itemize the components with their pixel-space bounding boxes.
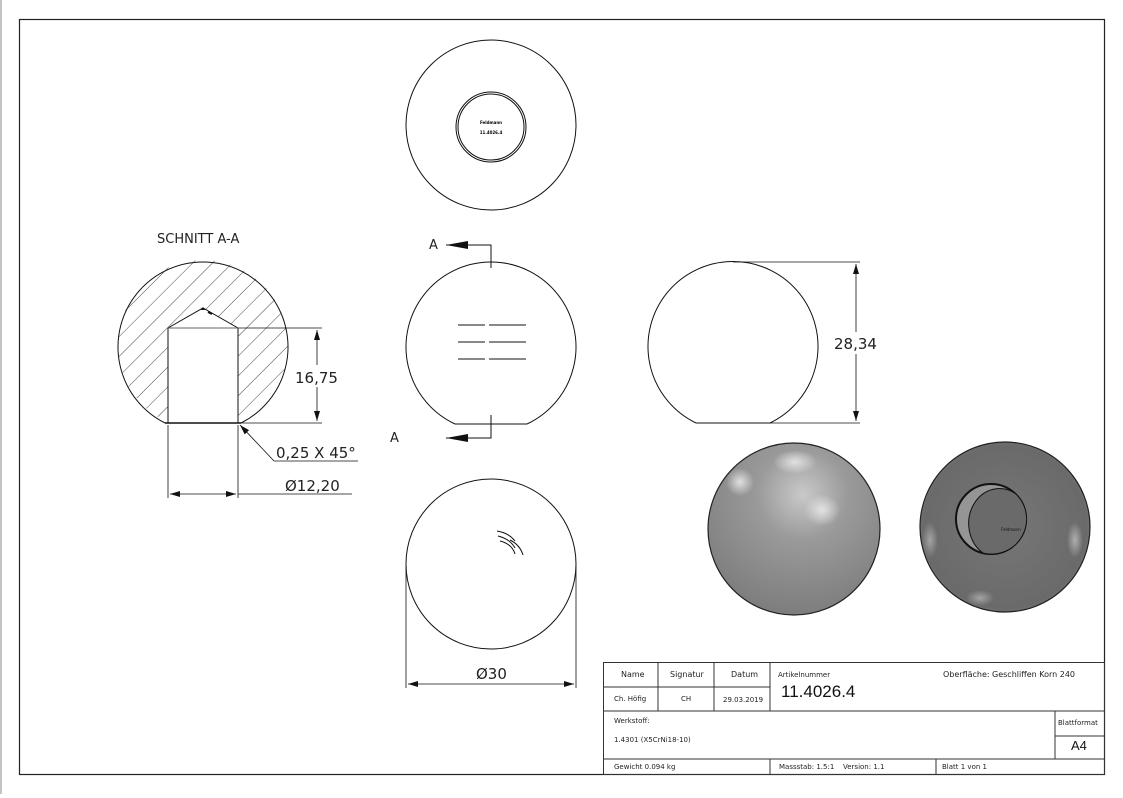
section-view-a-a: SCHNITT A-A 16,75 0,25 X 45° Ø12,20: [117, 232, 358, 498]
format-value: A4: [1071, 738, 1087, 753]
value-date: 29.03.2019: [723, 696, 764, 704]
scale: Massstab: 1.5:1: [779, 763, 835, 771]
render-ball-bore: Feldmann: [919, 441, 1091, 613]
drawing-frame: [18, 18, 1106, 776]
material-label: Werkstoff:: [614, 717, 650, 725]
sheet-number: Blatt 1 von 1: [942, 763, 987, 771]
side-view: 28,34: [647, 260, 882, 424]
section-marker-top: A: [429, 238, 438, 253]
render-engraving: Feldmann: [1001, 527, 1021, 532]
version: Version: 1.1: [843, 763, 885, 771]
dim-bore-diameter: Ø12,20: [285, 477, 340, 495]
front-view: A A: [390, 238, 577, 446]
bottom-view: Ø30: [405, 478, 577, 688]
section-marker-bottom: A: [390, 431, 399, 446]
value-name: Ch. Höfig: [614, 695, 647, 703]
format-label: Blattformat: [1058, 719, 1098, 727]
engraving-line1: Feldmann: [480, 120, 502, 125]
title-block-grid: [603, 662, 1105, 775]
article-label: Artikelnummer: [778, 671, 831, 679]
engraving-line2: 11.4026.4: [480, 130, 503, 135]
surface-label: Oberfläche:: [943, 670, 990, 679]
section-title: SCHNITT A-A: [157, 232, 239, 247]
dim-ball-diameter: Ø30: [476, 665, 507, 683]
value-signature: CH: [681, 695, 692, 703]
render-ball-front: [707, 442, 881, 616]
material-value: 1.4301 (X5CrNi18-10): [614, 736, 691, 744]
top-view: Feldmann 11.4026.4: [405, 39, 577, 211]
header-name: Name: [621, 670, 645, 679]
dim-chamfer: 0,25 X 45°: [276, 444, 356, 462]
header-signature: Signatur: [670, 670, 704, 679]
dim-height: 28,34: [834, 335, 877, 353]
weight: Gewicht 0.094 kg: [614, 763, 676, 771]
header-date: Datum: [731, 670, 759, 679]
surface-value: Geschliffen Korn 240: [992, 670, 1076, 679]
dim-bore-depth: 16,75: [295, 369, 338, 387]
article-number: 11.4026.4: [781, 682, 856, 701]
